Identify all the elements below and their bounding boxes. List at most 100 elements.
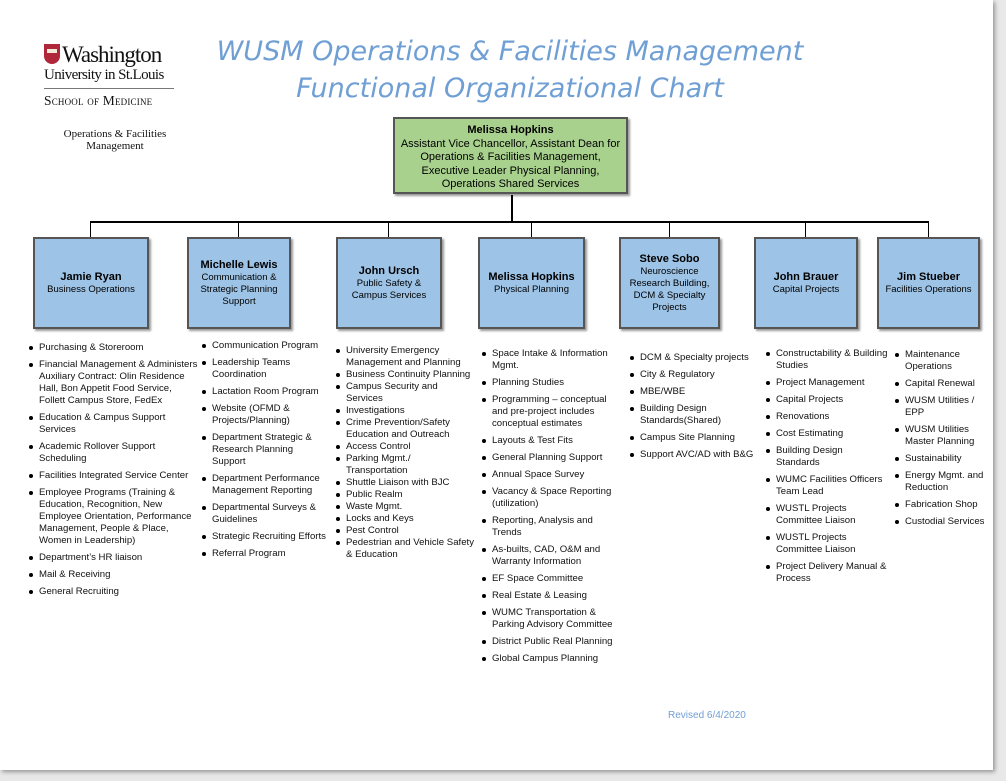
- list-item: WUSTL Projects Committee Liaison: [766, 503, 888, 527]
- head-role: Assistant Vice Chancellor, Assistant Dea…: [400, 137, 621, 191]
- list-item: Project Delivery Manual & Process: [766, 561, 887, 584]
- connector: [805, 221, 806, 237]
- list-item: Pedestrian and Vehicle Safety & Educatio…: [336, 537, 475, 560]
- list-item: Access Control: [336, 441, 474, 453]
- list-item: Referral Program: [202, 548, 327, 560]
- logo-line3: School of Medicine: [44, 88, 174, 109]
- list-item: Department Strategic & Research Planning…: [202, 432, 327, 468]
- unit-role: Business Operations: [47, 284, 135, 295]
- list-item: Maintenance Operations: [895, 349, 993, 373]
- list-item: Employee Programs (Training & Education,…: [29, 487, 199, 547]
- list-item: General Planning Support: [482, 452, 622, 464]
- list-item: Department’s HR liaison: [29, 552, 199, 564]
- unit-list: Space Intake & Information Mgmt. Planning…: [481, 348, 622, 670]
- unit-list: University Emergency Management and Plan…: [335, 345, 474, 561]
- list-item: University Emergency Management and Plan…: [336, 345, 474, 369]
- list-item: Constructability & Building Studies: [766, 348, 888, 371]
- unit-role: Communication & Strategic Planning Suppo…: [200, 272, 278, 307]
- unit-name: John Ursch: [358, 265, 420, 277]
- list-item: Strategic Recruiting Efforts: [202, 531, 326, 542]
- list-item: Leadership Teams Coordination: [202, 357, 327, 381]
- wustl-logo: Washington University in St.Louis School…: [44, 42, 174, 109]
- list-item: Space Intake & Information Mgmt.: [482, 348, 622, 372]
- list-item: Capital Renewal: [895, 378, 993, 390]
- list-item: Real Estate & Leasing: [482, 590, 622, 602]
- list-item: WUMC Transportation & Parking Advisory C…: [482, 607, 622, 631]
- logo-line1: Washington: [62, 42, 162, 67]
- list-item: WUSM Utilities Master Planning: [895, 424, 993, 448]
- list-item: EF Space Committee: [482, 573, 622, 585]
- list-item: WUMC Facilities Officers Team Lead: [766, 474, 888, 498]
- connector: [238, 221, 239, 237]
- list-item: Business Continuity Planning: [336, 369, 474, 381]
- connector: [90, 221, 91, 237]
- list-item: Planning Studies: [482, 377, 622, 389]
- revised-date: Revised 6/4/2020: [668, 710, 746, 721]
- list-item: Annual Space Survey: [482, 469, 622, 481]
- list-item: Fabrication Shop: [895, 499, 993, 511]
- list-item: Support AVC/AD with B&G: [630, 449, 758, 461]
- unit-name: Michelle Lewis: [200, 259, 278, 271]
- list-item: Communication Program: [202, 340, 327, 352]
- list-item: Academic Rollover Support Scheduling: [29, 441, 199, 465]
- title-line1: WUSM Operations & Facilities Management: [216, 36, 804, 67]
- list-item: Cost Estimating: [766, 428, 888, 440]
- list-item: Purchasing & Storeroom: [29, 342, 199, 354]
- list-item: Custodial Services: [895, 516, 993, 528]
- unit-name: John Brauer: [773, 271, 839, 283]
- connector: [388, 221, 389, 237]
- list-item: Reporting, Analysis and Trends: [482, 515, 622, 539]
- unit-name: Jamie Ryan: [60, 271, 122, 283]
- connector: [511, 195, 513, 223]
- unit-name: Jim Stueber: [897, 271, 960, 283]
- list-item: City & Regulatory: [630, 369, 758, 381]
- list-item: Building Design Standards(Shared): [630, 403, 758, 427]
- list-item: Capital Projects: [766, 394, 888, 406]
- connector: [531, 221, 532, 237]
- unit-name: Steve Sobo: [639, 253, 700, 265]
- list-item: Mail & Receiving: [29, 569, 199, 581]
- list-item: Global Campus Planning: [482, 653, 622, 665]
- list-item: Energy Mgmt. and Reduction: [895, 470, 993, 494]
- list-item: Layouts & Test Fits: [482, 435, 622, 447]
- department-name: Operations & Facilities Management: [63, 128, 167, 152]
- list-item: Vacancy & Space Reporting (utilization): [482, 486, 622, 510]
- list-item: Education & Campus Support Services: [29, 412, 199, 436]
- list-item: WUSM Utilities / EPP: [895, 395, 993, 419]
- logo-line2: University in St.Louis: [44, 67, 164, 83]
- list-item: MBE/WBE: [630, 386, 758, 398]
- unit-role: Physical Planning: [494, 284, 569, 295]
- list-item: Public Realm: [336, 489, 474, 501]
- list-item: Building Design Standards: [766, 445, 888, 469]
- list-item: General Recruiting: [29, 586, 199, 598]
- list-item: Campus Site Planning: [630, 432, 758, 444]
- list-item: Shuttle Liaison with BJC: [336, 477, 474, 489]
- list-item: Project Management: [766, 377, 888, 389]
- connector: [669, 221, 670, 237]
- list-item: Renovations: [766, 411, 888, 423]
- connector: [928, 221, 929, 237]
- list-item: Locks and Keys: [336, 513, 474, 525]
- list-item: Investigations: [336, 405, 474, 417]
- list-item: Campus Security and Services: [336, 381, 474, 405]
- list-item: As-builts, CAD, O&M and Warranty Informa…: [482, 544, 622, 568]
- list-item: Lactation Room Program: [202, 386, 327, 398]
- list-item: Parking Mgmt./ Transportation: [336, 453, 474, 477]
- connector: [90, 221, 929, 223]
- list-item: District Public Real Planning: [482, 636, 622, 648]
- list-item: Department Performance Management Report…: [202, 473, 327, 497]
- unit-role: Public Safety & Campus Services: [351, 278, 427, 301]
- head-box: Melissa Hopkins Assistant Vice Chancello…: [393, 117, 628, 194]
- list-item: Pest Control: [336, 525, 474, 537]
- unit-name: Melissa Hopkins: [488, 271, 575, 283]
- title-line2: Functional Organizational Chart: [296, 73, 724, 104]
